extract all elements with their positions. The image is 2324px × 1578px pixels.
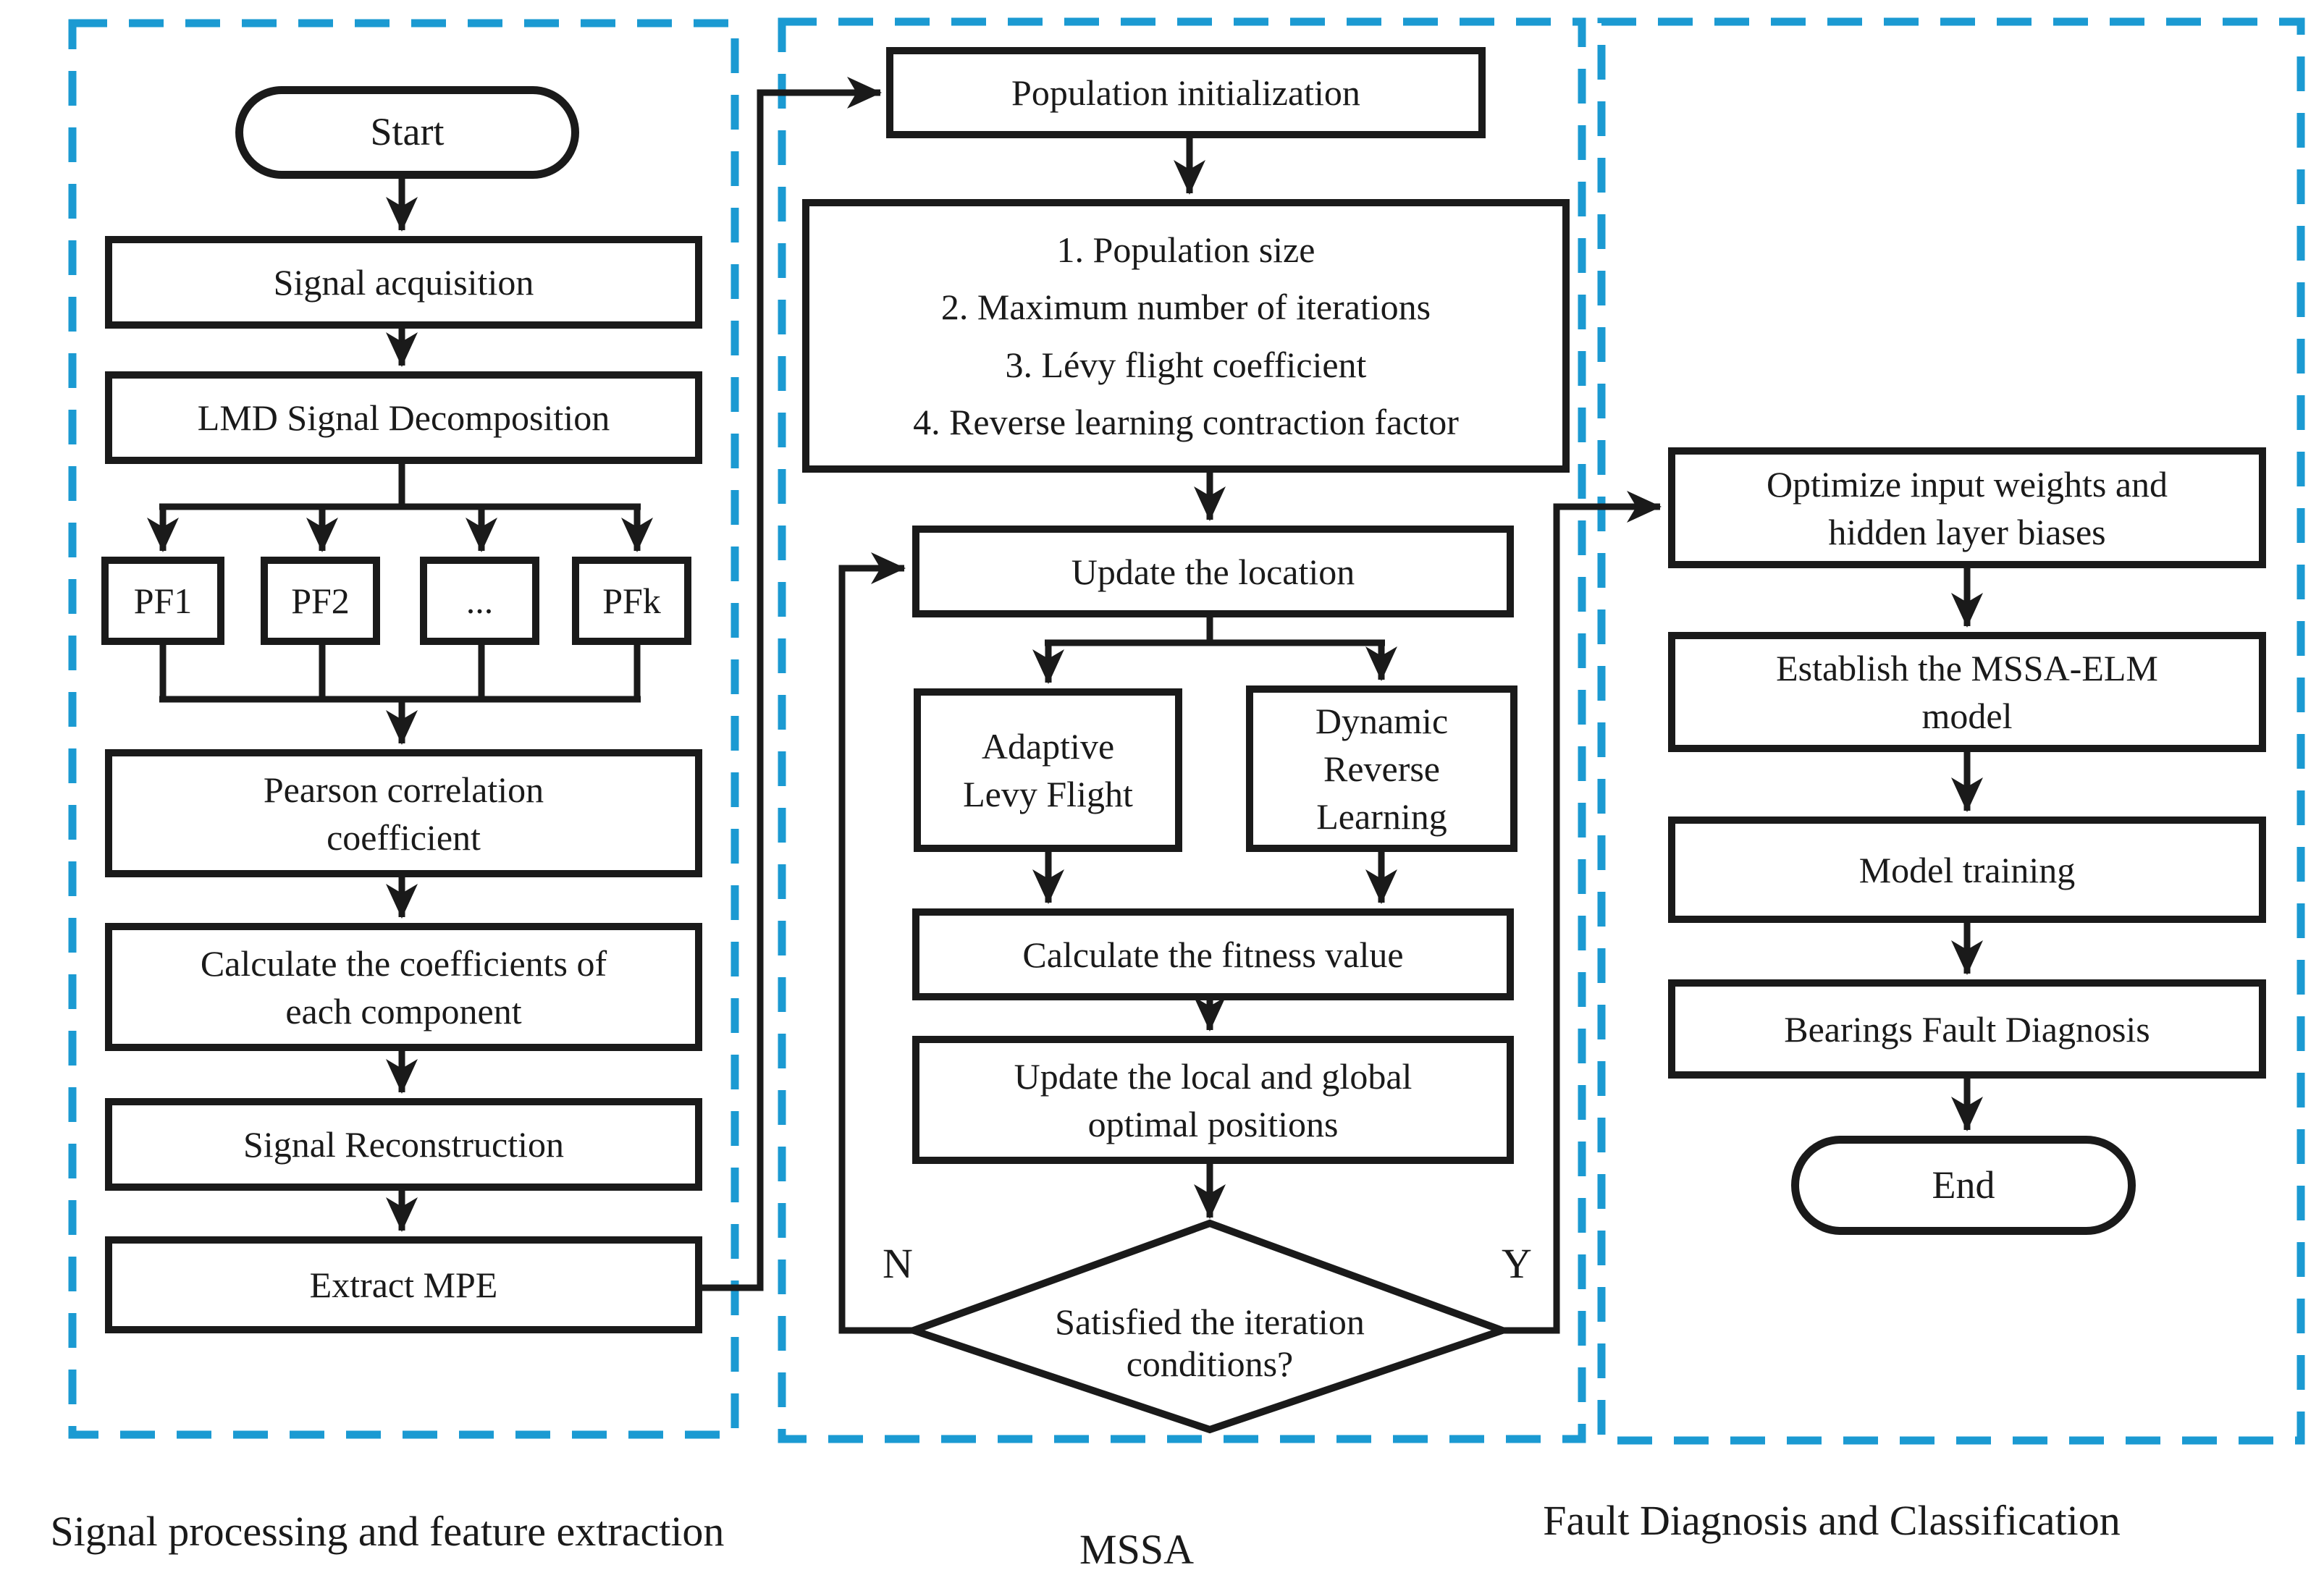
caption-signal-processing: Signal processing and feature extraction — [50, 1507, 725, 1555]
connector-no-loop — [838, 552, 914, 1334]
connector-yes-to-optimize — [1502, 491, 1662, 1334]
node-optimize-weights: Optimize input weights and hidden layer … — [1668, 447, 2266, 568]
node-pf1: PF1 — [101, 557, 224, 645]
connector-mpe-to-population — [702, 77, 882, 1291]
node-bearings-fault-diagnosis: Bearings Fault Diagnosis — [1668, 979, 2266, 1079]
node-establish-model: Establish the MSSA-ELM model — [1668, 632, 2266, 752]
panel-fault-diagnosis-border — [1597, 17, 2305, 1445]
node-end: End — [1791, 1136, 2136, 1235]
caption-mssa: MSSA — [1079, 1525, 1194, 1573]
node-calculate-fitness: Calculate the fitness value — [912, 908, 1514, 1000]
parameter-item-3: 3. Lévy flight coefficient — [1005, 344, 1367, 385]
panel-mssa-border — [778, 17, 1586, 1443]
node-model-training: Model training — [1668, 817, 2266, 923]
node-dynamic-reverse-learning: Dynamic Reverse Learning — [1246, 685, 1517, 852]
node-start: Start — [235, 86, 579, 179]
parameter-item-1: 1. Population size — [1056, 229, 1315, 271]
node-pearson-coefficient: Pearson correlation coefficient — [105, 749, 702, 877]
node-calculate-coefficients: Calculate the coefficients of each compo… — [105, 923, 702, 1051]
node-extract-mpe: Extract MPE — [105, 1236, 702, 1333]
node-population-initialization: Population initialization — [886, 47, 1486, 138]
parameter-item-4: 4. Reverse learning contraction factor — [913, 401, 1459, 442]
decision-label: Satisfied the iteration conditions? — [1055, 1301, 1365, 1384]
node-signal-acquisition: Signal acquisition — [105, 236, 702, 329]
node-signal-reconstruction: Signal Reconstruction — [105, 1098, 702, 1191]
node-pf-ellipsis: ... — [420, 557, 539, 645]
node-lmd-decomposition: LMD Signal Decomposition — [105, 371, 702, 464]
parameter-item-2: 2. Maximum number of iterations — [940, 287, 1431, 328]
node-parameters: 1. Population size 2. Maximum number of … — [802, 199, 1570, 473]
caption-fault-diagnosis: Fault Diagnosis and Classification — [1543, 1496, 2121, 1544]
branch-no-label: N — [883, 1239, 913, 1287]
panel-signal-processing-border — [68, 19, 739, 1439]
branch-yes-label: Y — [1502, 1239, 1532, 1287]
node-pfk: PFk — [572, 557, 691, 645]
node-update-location: Update the location — [912, 526, 1514, 617]
node-pf2: PF2 — [261, 557, 380, 645]
decision-diamond — [902, 1219, 1514, 1434]
node-adaptive-levy-flight: Adaptive Levy Flight — [914, 688, 1182, 852]
node-update-optimal-positions: Update the local and global optimal posi… — [912, 1036, 1514, 1164]
